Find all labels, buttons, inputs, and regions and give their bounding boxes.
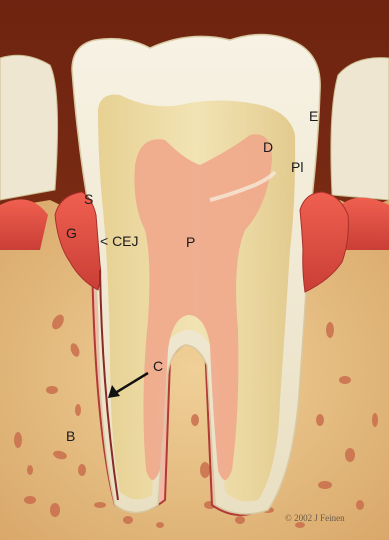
label-cej: < CEJ [100,233,139,249]
label-bone: B [66,428,75,444]
neighbour-tooth-right [331,58,389,200]
label-sulcus: S [84,191,93,207]
label-gingiva: G [66,225,77,241]
label-enamel: E [309,108,318,124]
neighbour-tooth-left [0,55,58,200]
label-pulp: P [186,234,195,250]
label-dentin: D [263,139,273,155]
copyright-text: © 2002 J Feinen [285,513,345,523]
label-cementum: C [153,358,163,374]
label-pulp-horn: Pl [291,159,303,175]
